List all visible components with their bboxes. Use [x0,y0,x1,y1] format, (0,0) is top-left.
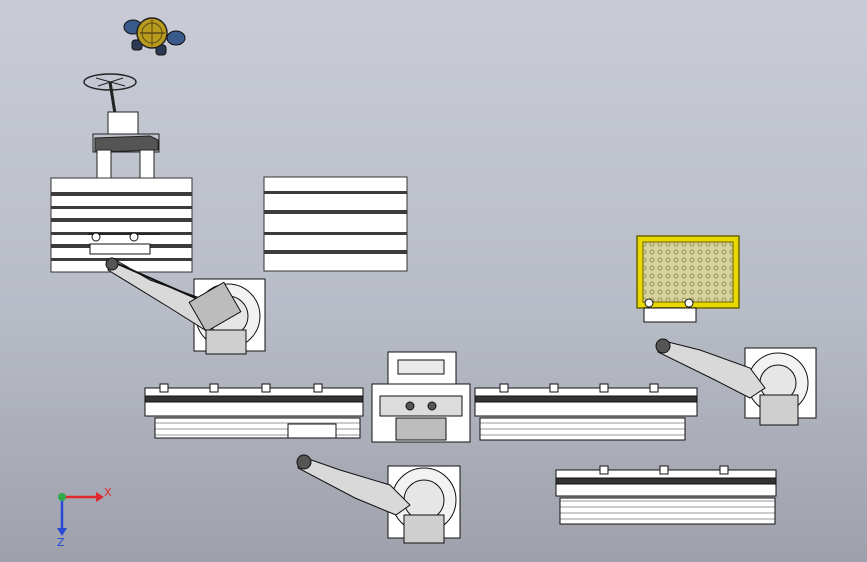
conveyor-right[interactable] [474,383,698,441]
hanger-gripper[interactable] [83,73,160,181]
robot-bottom[interactable] [287,423,461,544]
robot-right[interactable] [655,338,817,426]
x-axis-arrowhead [96,492,104,502]
conveyor-lower-right[interactable] [555,465,777,525]
center-station[interactable] [371,351,471,443]
pallet-middle[interactable] [263,176,408,272]
z-axis-label: Z [57,536,65,549]
x-axis-label: X [104,486,112,499]
robot-left[interactable] [105,257,266,355]
parts-tray[interactable] [636,235,740,323]
operator[interactable] [123,17,186,56]
z-axis-arrowhead [57,528,67,536]
pallet-left[interactable] [50,177,193,273]
coordinate-triad: X Z [57,486,112,549]
y-axis-origin [58,493,66,501]
